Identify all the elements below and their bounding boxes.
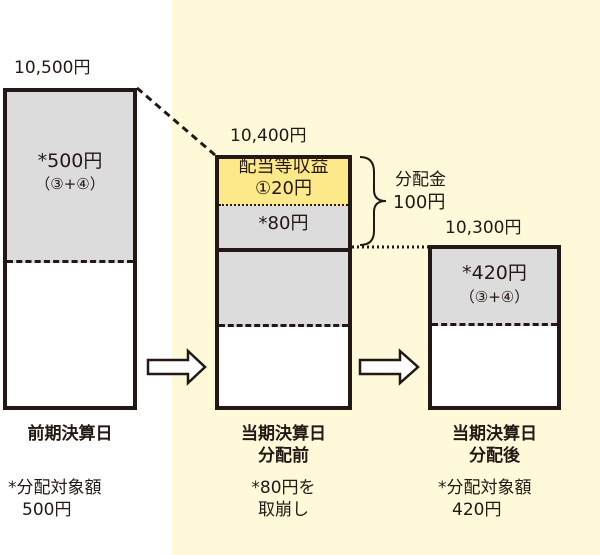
left-inner: *500円 [37, 150, 103, 172]
left-middle-dashed-connector [136, 86, 216, 157]
left-note1: *分配対象額 [8, 478, 102, 498]
right-inner: *420円 [462, 262, 527, 284]
arrow-icon [146, 348, 207, 386]
right-note2: 420円 [452, 500, 502, 520]
right-bar [428, 245, 561, 410]
middle-gray-segment [219, 252, 348, 327]
left-label: 前期決算日 [27, 424, 113, 444]
income-segment [219, 159, 348, 206]
middle-label2: 分配前 [258, 446, 309, 466]
right-inner-sub: （③+④） [459, 288, 530, 306]
left-gray-segment [7, 92, 133, 263]
right-note1: *分配対象額 [438, 478, 532, 498]
middle-label1: 当期決算日 [241, 424, 326, 444]
brace-label2: 100円 [393, 192, 446, 213]
right-total: 10,300円 [445, 218, 522, 238]
right-label2: 分配後 [469, 446, 520, 466]
middle-total: 10,400円 [230, 126, 307, 146]
middle-note1: *80円を [251, 478, 316, 498]
middle-note2: 取崩し [258, 500, 309, 520]
brace-icon [359, 156, 387, 246]
income-value: ①20円 [254, 178, 313, 199]
withdraw-value: *80円 [258, 213, 309, 234]
arrow-icon [358, 348, 420, 386]
income-label: 配当等収益 [238, 156, 329, 177]
middle-bar [215, 155, 352, 410]
left-note2: 500円 [22, 500, 72, 520]
right-gray-segment [432, 249, 557, 326]
right-label1: 当期決算日 [452, 424, 537, 444]
left-total: 10,500円 [14, 58, 91, 78]
brace-label1: 分配金 [395, 170, 446, 190]
withdraw-segment [219, 206, 348, 252]
left-bar [3, 88, 137, 410]
left-inner-sub: （③+④） [35, 175, 105, 193]
